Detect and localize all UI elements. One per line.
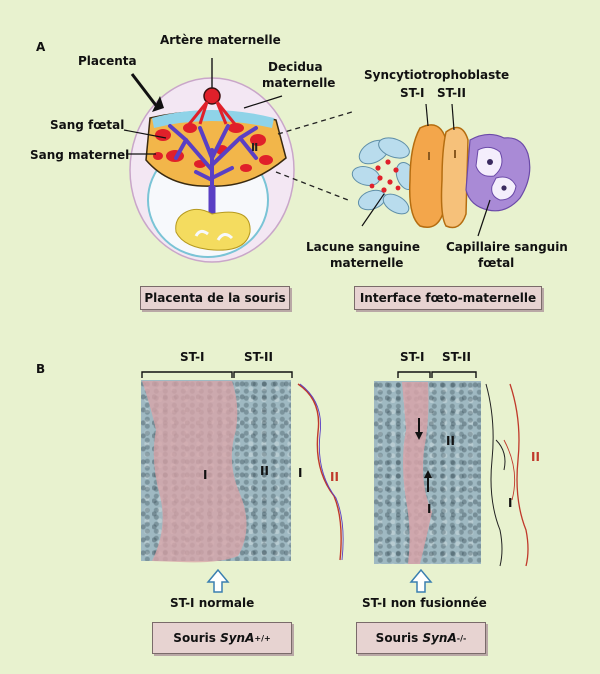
maternal-lacuna-cells [351,137,417,215]
embryo [175,208,251,251]
artery-branches [184,101,240,129]
panel-a-letter: A [36,40,46,54]
label-lacune: Lacune sanguine [306,240,420,254]
zoom-line-top [277,111,353,135]
placenta-top-band [152,110,274,128]
trace-normal-label-ii: II [330,470,339,484]
caption-placenta-souris: Placenta de la souris [140,286,290,310]
label-artere-maternelle: Artère maternelle [160,33,281,47]
label-st1-b-right: ST-I [400,350,425,364]
st1-layer [408,124,447,228]
st1-overlay-normal [142,381,247,563]
trace-normal-label-i: I [298,466,303,480]
label-sang-maternel: Sang maternel [30,148,130,162]
foetal-vessels [168,124,258,192]
label-decidua-maternelle: maternelle [262,76,336,90]
membrane-trace-mutant [485,383,529,567]
box-souris-wt-sup: +/+ [254,633,271,643]
up-arrow-mutant [409,568,433,593]
label-st2-a: ST-II [437,86,466,100]
box-souris-ko: Souris SynA -/- [356,622,486,654]
label-decidua: Decidua [268,60,323,74]
box-souris-ko-gene: SynA [422,631,457,645]
em-normal-label-i: I [203,468,208,482]
caption-interface: Interface fœto-maternelle [354,286,542,310]
label-capillaire: Capillaire sanguin [446,240,568,254]
caption-placenta-souris-text: Placenta de la souris [144,291,286,305]
trace-mutant-label-ii: II [531,450,540,464]
label-sang-foetal: Sang fœtal [50,118,125,132]
st2-layer [440,126,469,229]
label-placenta: Placenta [78,54,137,68]
caption-st1-non-fusionnee: ST-I non fusionnée [362,596,487,610]
box-souris-wt-gene: SynA [220,631,255,645]
em-normal-label-ii: II [260,464,269,478]
box-souris-wt: Souris SynA +/+ [152,622,292,654]
caption-st1-normale: ST-I normale [170,596,255,610]
em-mutant-label-ii: II [446,434,455,448]
label-st1-b-left: ST-I [180,350,205,364]
label-st2-b-left: ST-II [244,350,273,364]
st1-overlay-mutant [402,382,432,564]
panel-b-letter: B [36,362,46,376]
up-arrow-normal [206,568,230,593]
box-souris-wt-prefix: Souris [173,631,221,645]
label-st1-a: ST-I [400,86,425,100]
maternal-red-cells [369,159,401,193]
svg-text:Ⅱ: Ⅱ [251,141,258,154]
box-souris-ko-prefix: Souris [375,631,423,645]
placenta-pointer [130,73,160,109]
label-lacune-maternelle: maternelle [330,256,404,270]
label-syncytiotrophoblaste: Syncytiotrophoblaste [364,68,510,82]
zoom-line-bottom [275,171,349,201]
box-souris-ko-sup: -/- [456,633,467,643]
caption-interface-text: Interface fœto-maternelle [359,291,537,305]
label-capillaire-foetal: fœtal [478,256,515,270]
trace-mutant-label-i: I [508,496,513,510]
em-mutant-label-i: I [427,502,432,516]
membrane-trace-normal [297,383,344,561]
label-st2-b-right: ST-II [442,350,471,364]
foetal-capillary [465,133,531,212]
